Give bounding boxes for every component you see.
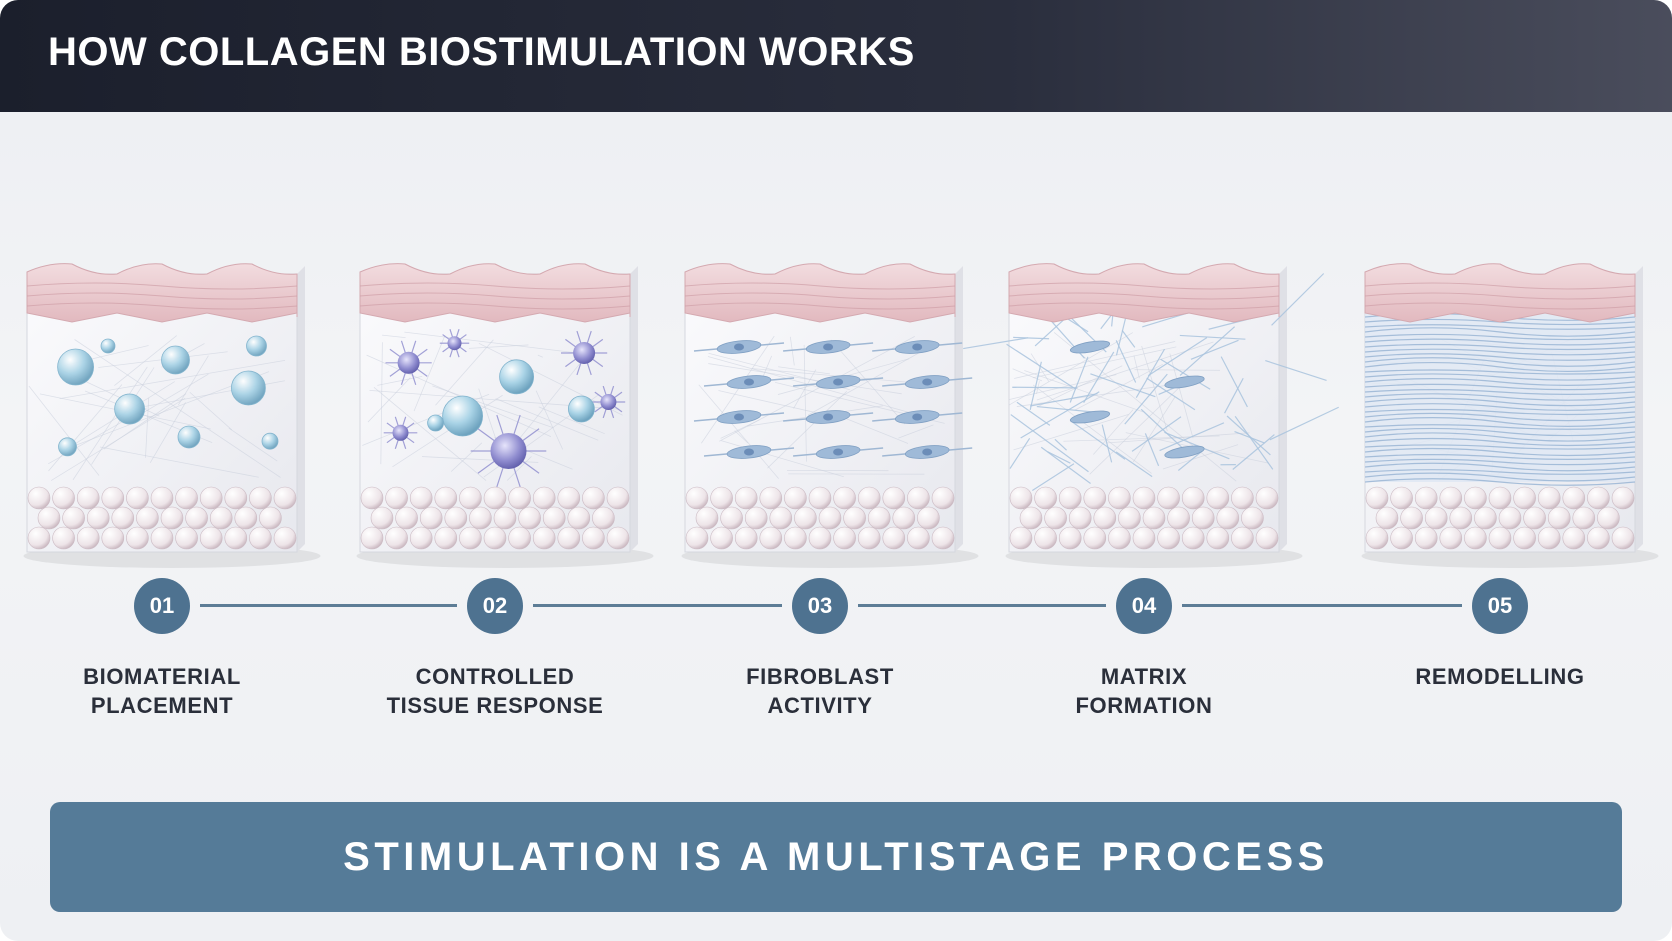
stage-label-line: PLACEMENT	[90, 693, 234, 718]
tissue-block-with-immune-cells-icon	[356, 263, 654, 568]
tissue-block-with-collagen-network-icon	[963, 263, 1339, 568]
stage-label: CONTROLLED TISSUE RESPONSE	[387, 662, 604, 720]
stage-number-badge: 04	[1116, 578, 1172, 634]
stage-label: BIOMATERIAL PLACEMENT	[83, 662, 241, 720]
summary-banner: STIMULATION IS A MULTISTAGE PROCESS	[50, 802, 1622, 912]
stage-label-line: FIBROBLAST	[746, 664, 894, 689]
stage-label: MATRIX FORMATION	[1076, 662, 1213, 720]
tissue-block-with-fibroblasts-icon	[681, 263, 979, 568]
tissue-block-with-microspheres-icon	[23, 263, 321, 568]
header-bar: HOW COLLAGEN BIOSTIMULATION WORKS	[0, 0, 1672, 112]
timeline-connector	[858, 604, 1106, 607]
stage-label: REMODELLING	[1415, 662, 1584, 691]
page-title: HOW COLLAGEN BIOSTIMULATION WORKS	[48, 30, 915, 74]
stage-label-line: REMODELLING	[1415, 664, 1585, 689]
stage-label-line: ACTIVITY	[767, 693, 873, 718]
stage-label-line: TISSUE RESPONSE	[386, 693, 604, 718]
stage-number-badge: 05	[1472, 578, 1528, 634]
banner-text: STIMULATION IS A MULTISTAGE PROCESS	[343, 834, 1329, 879]
stage-label-line: CONTROLLED	[415, 664, 575, 689]
timeline-connector	[1182, 604, 1462, 607]
stage-label: FIBROBLAST ACTIVITY	[746, 662, 894, 720]
stage-number-badge: 02	[467, 578, 523, 634]
timeline-connector	[533, 604, 782, 607]
stage-label-line: FORMATION	[1075, 693, 1213, 718]
timeline-connector	[200, 604, 457, 607]
tissue-block-with-organized-collagen-icon	[1361, 263, 1659, 568]
stage-label-line: MATRIX	[1100, 664, 1188, 689]
stage-number-badge: 03	[792, 578, 848, 634]
stage-number-badge: 01	[134, 578, 190, 634]
stage-label-line: BIOMATERIAL	[83, 664, 241, 689]
